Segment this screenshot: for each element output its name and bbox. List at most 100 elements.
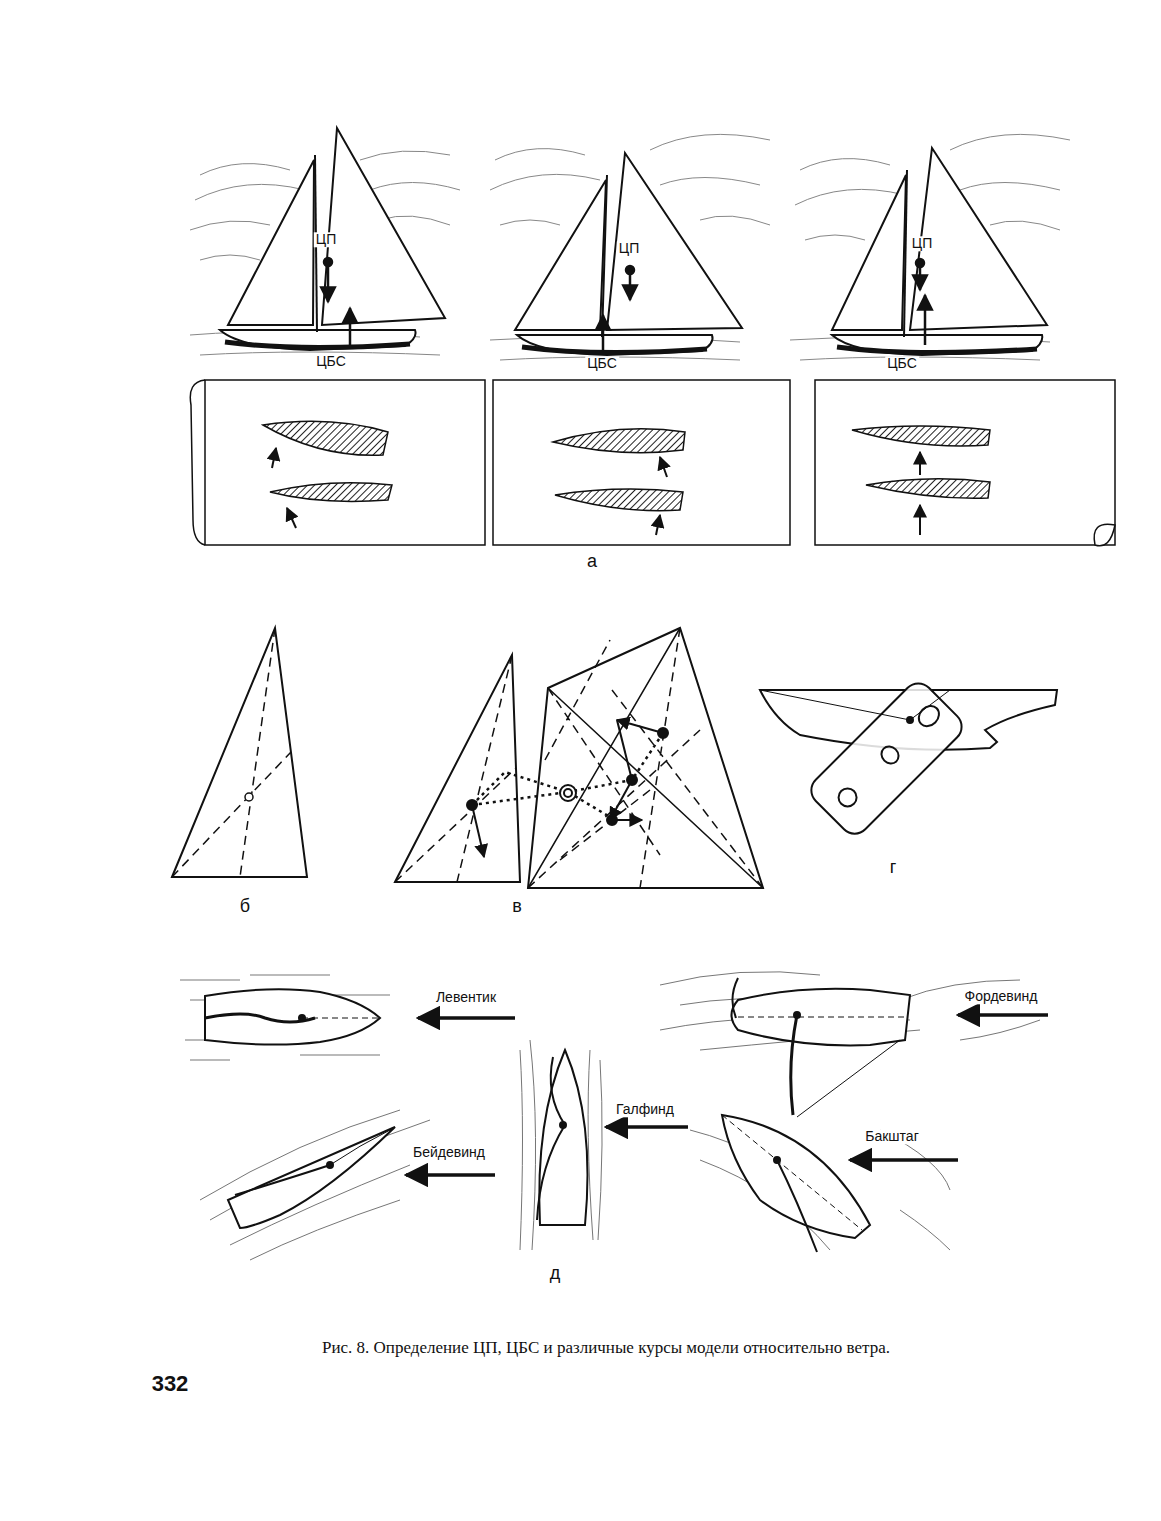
drawing-part <box>607 153 742 330</box>
figure-letter: а <box>585 552 599 572</box>
drawing-part <box>472 733 663 820</box>
drawing-part <box>555 489 683 511</box>
drawing-part <box>777 1160 817 1252</box>
drawing-part <box>958 1013 1048 1017</box>
drawing-part <box>330 1130 390 1165</box>
drawing-part <box>395 628 763 888</box>
cp-label: ЦП <box>617 241 641 256</box>
drawing-part <box>228 160 314 325</box>
drawing-part <box>205 989 380 1044</box>
drawing-part <box>349 308 352 345</box>
drawing-part <box>910 148 1047 330</box>
drawing-part <box>493 380 790 545</box>
drawing-part <box>395 655 520 882</box>
drawing-part <box>190 380 205 545</box>
drawing-part <box>245 793 253 801</box>
hull-profile <box>760 677 1057 840</box>
drawing-part <box>805 677 968 840</box>
drawing-part <box>302 1018 380 1019</box>
figure-letter: г <box>888 858 899 878</box>
drawing-part <box>815 380 1115 545</box>
drawing-part <box>919 452 921 475</box>
drawing-part <box>553 429 685 453</box>
drawing-part <box>418 1016 515 1020</box>
cp-label: ЦП <box>314 232 338 247</box>
drawing-part <box>617 720 663 733</box>
drawing-part <box>832 335 1042 355</box>
drawing-part <box>852 426 990 446</box>
drawing-part <box>190 151 460 260</box>
drawing-part <box>660 457 667 477</box>
drawing-part <box>180 975 390 1060</box>
drawing-part <box>322 128 445 325</box>
drawing-part <box>406 1173 495 1177</box>
drawing-part <box>200 1110 430 1260</box>
drawing-part <box>272 448 276 468</box>
drawing-part <box>228 1127 395 1228</box>
drawing-part <box>1094 524 1115 546</box>
drawing-part <box>907 717 913 723</box>
drawing-part <box>467 728 668 825</box>
drawing-part <box>172 628 291 877</box>
drawing-part <box>467 800 477 810</box>
drawing-part <box>878 743 902 767</box>
drawing-part <box>656 515 660 535</box>
drawing-part <box>797 1040 900 1117</box>
drawing-part <box>924 295 927 345</box>
drawing-part <box>225 342 410 348</box>
drawing-part <box>270 483 392 502</box>
drawing-part <box>791 1015 797 1115</box>
course-label: Галфинд <box>614 1102 676 1117</box>
drawing-part <box>220 128 445 350</box>
drawing-part <box>617 720 632 780</box>
drawing-part <box>327 1162 333 1168</box>
figure-caption: Рис. 8. Определение ЦП, ЦБС и различные … <box>322 1338 890 1358</box>
drawing-part <box>537 1125 565 1220</box>
drawing-part <box>919 263 922 290</box>
drawing-part <box>560 785 576 801</box>
drawing-part <box>866 479 990 499</box>
drawing-part <box>520 1040 602 1250</box>
drawing-part <box>919 505 921 535</box>
sailboats <box>220 128 1047 355</box>
cbs-label: ЦБС <box>314 354 348 369</box>
drawing-part <box>607 815 617 825</box>
drawing-part <box>287 508 296 528</box>
drawing-part <box>794 1012 800 1018</box>
drawing-part <box>205 1014 315 1022</box>
drawing-part <box>235 1165 330 1195</box>
drawing-part <box>738 1017 905 1018</box>
small-arrows <box>272 448 920 535</box>
cbs-label: ЦБС <box>885 356 919 371</box>
drawing-part <box>472 720 663 857</box>
figure-letter: д <box>548 1264 563 1284</box>
drawing-part <box>610 780 632 820</box>
cbs-label: ЦБС <box>585 356 619 371</box>
water-hatching <box>180 972 1040 1260</box>
drawing-part <box>627 775 637 785</box>
course-boats <box>205 978 910 1252</box>
drawing-part <box>602 315 605 350</box>
course-label: Фордевинд <box>962 989 1039 1004</box>
cp-label: ЦП <box>910 236 934 251</box>
drawing-part <box>835 785 860 810</box>
course-label: Бакштаг <box>863 1129 920 1144</box>
course-label: Левентик <box>434 990 498 1005</box>
wind-arrows <box>406 1015 1048 1175</box>
drawing-part <box>517 335 713 355</box>
hull-templates <box>263 421 990 510</box>
drawing-part <box>910 690 950 720</box>
drawing-part <box>658 728 668 738</box>
drawing-part <box>172 628 307 877</box>
sky-hatching <box>190 134 1070 360</box>
drawing-part <box>837 347 1037 353</box>
drawing-part <box>522 347 707 353</box>
drawing-part <box>515 180 606 330</box>
page-number: 332 <box>150 1372 191 1396</box>
figure-letter: в <box>510 897 524 917</box>
drawing-part <box>263 421 388 455</box>
figure-letter: б <box>238 897 252 917</box>
drawing-part <box>205 380 485 545</box>
course-label: Бейдевинд <box>411 1145 487 1160</box>
